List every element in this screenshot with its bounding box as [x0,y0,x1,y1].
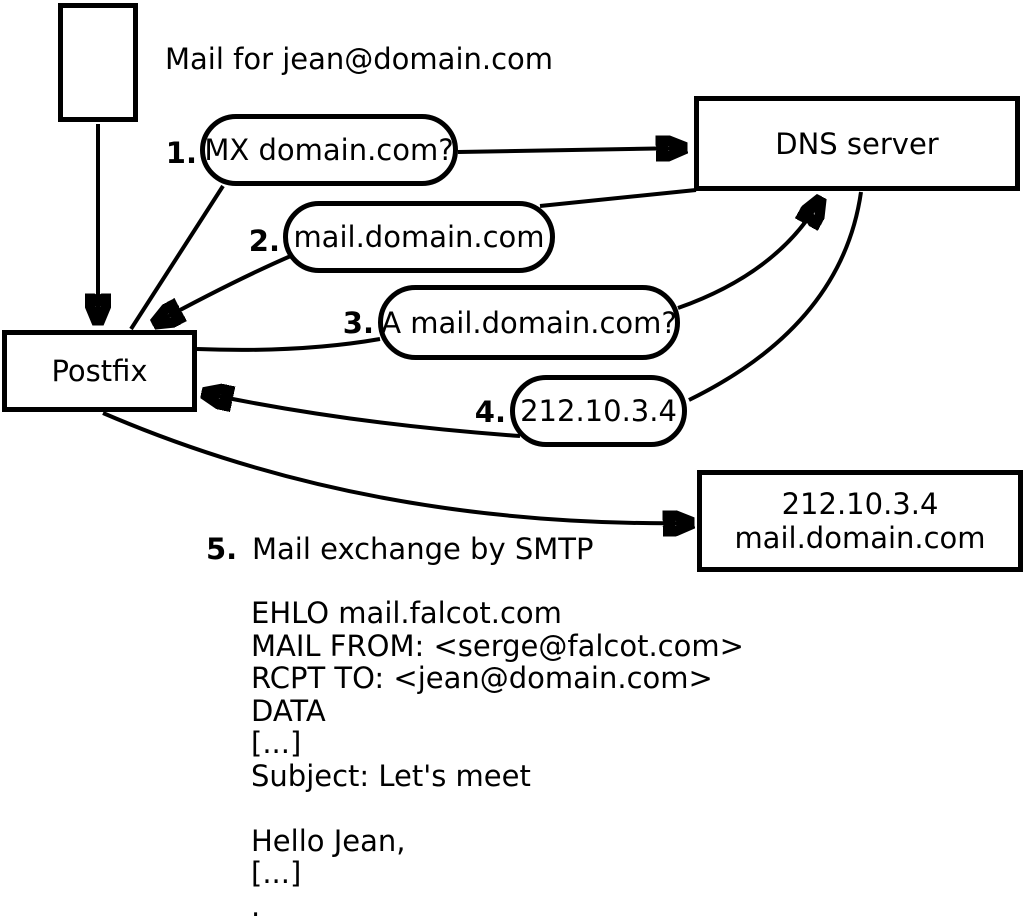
step-5-label: Mail exchange by SMTP [252,532,594,566]
step-1-number: 1. [165,136,197,170]
step-1-query-pill: MX domain.com? [200,114,458,186]
step-5-number: 5. [206,532,238,566]
step-2-number: 2. [248,224,280,258]
step-2-answer-pill: mail.domain.com [283,201,555,273]
step-1-query-label: MX domain.com? [204,133,454,167]
step-3-number: 3. [342,306,374,340]
mail-title-text: Mail for jean@domain.com [165,42,554,76]
line-dns-to-answer4 [688,191,863,402]
arrow-answer2-to-postfix [154,253,294,324]
step-4-answer-pill: 212.10.3.4 [510,375,687,447]
line-dns-to-answer2 [539,188,697,208]
step-2-answer-label: mail.domain.com [293,220,545,254]
line-postfix-to-query1 [129,184,225,331]
arrow-query1-to-dns [457,148,686,152]
mail-server-label: 212.10.3.4 mail.domain.com [734,487,985,555]
arrow-postfix-to-mailserver [102,411,693,523]
step-3-query-pill: A mail.domain.com? [378,285,680,360]
step-3-query-label: A mail.domain.com? [381,305,677,340]
step-4-number: 4. [474,395,506,429]
mail-server-hostname: mail.domain.com [734,521,986,555]
step-4-answer-label: 212.10.3.4 [520,394,677,428]
step-5-caption: 5. Mail exchange by SMTP [206,532,593,566]
line-postfix-to-query3 [196,337,381,352]
arrow-query3-to-dns [677,198,821,310]
mail-server-ip: 212.10.3.4 [781,487,939,521]
postfix-label: Postfix [51,354,148,388]
mail-server-box: 212.10.3.4 mail.domain.com [697,470,1023,572]
mail-envelope-shape [58,3,138,122]
dns-server-box: DNS server [694,96,1020,191]
smtp-session-text: EHLO mail.falcot.com MAIL FROM: <serge@f… [251,596,744,919]
postfix-box: Postfix [2,330,197,412]
arrow-answer4-to-postfix [203,393,521,438]
dns-server-label: DNS server [775,126,939,161]
